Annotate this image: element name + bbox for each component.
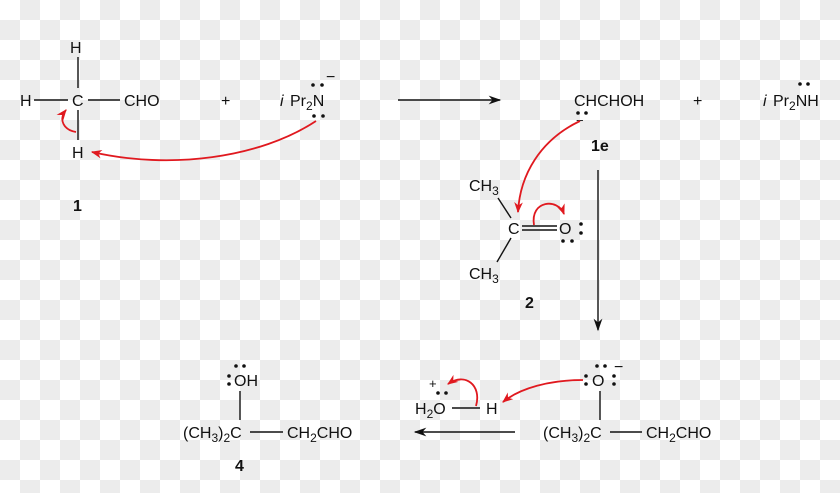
atom-hydrogen: H [486,401,498,418]
enolate-1e: CHCHOH − 1e [574,93,644,155]
alkoxide-intermediate: O − (CH3)2C CH2CHO [543,359,711,445]
diisopropylamine: i Pr2NH [763,82,819,113]
atom-h-top: H [70,40,82,57]
atom-carbon: C [72,93,84,110]
curved-arrow-protonation [502,379,584,403]
lda-base: i Pr2N − [280,69,335,118]
group-cho: CHO [124,93,160,110]
water: H2O [415,401,446,421]
iso-prefix: i [763,93,767,110]
atom-oxygen: O [592,373,604,390]
curved-arrow-oh-bond [447,374,479,407]
methyl-bottom: CH3 [469,266,499,286]
amine-formula: Pr2NH [773,93,819,113]
atom-carbon: C [508,221,520,238]
acetone-2: CH3 C O CH3 2 [469,178,583,312]
compound-label-1: 1 [73,198,82,215]
left-group: (CH3)2C [183,425,242,445]
bond [497,197,512,219]
curved-arrow-pi-bond [532,202,565,226]
bond [496,237,512,263]
right-group: CH2CHO [287,425,352,445]
methyl-top: CH3 [469,178,499,198]
charge-minus: − [614,359,623,376]
compound-label-2: 2 [525,295,534,312]
charge-plus: + [429,376,437,391]
product-4: OH (CH3)2C CH2CHO 4 [183,364,352,475]
atom-h-left: H [20,93,32,110]
hydroxyl: OH [234,373,258,390]
compound-label-4: 4 [235,458,244,475]
right-group: CH2CHO [646,425,711,445]
reactant-1: H H C CHO H 1 [20,40,160,215]
iso-prefix: i [280,93,284,110]
plus-sign: + [221,93,230,110]
curved-arrow-nucleophilic-attack [514,120,581,214]
enolate-formula: CHCHOH [574,93,644,110]
compound-label-1e: 1e [591,138,609,155]
atom-h-bottom: H [72,145,84,162]
curved-arrow-ch-bond [56,109,77,133]
left-group: (CH3)2C [543,425,602,445]
base-formula: Pr2N [290,93,324,113]
atom-oxygen: O [559,221,571,238]
charge-minus: − [326,69,335,86]
hydronium: H2O + H [415,376,498,421]
plus-sign: + [693,93,702,110]
charge-minus: − [576,113,584,128]
curved-arrow-deprotonation [90,120,317,162]
